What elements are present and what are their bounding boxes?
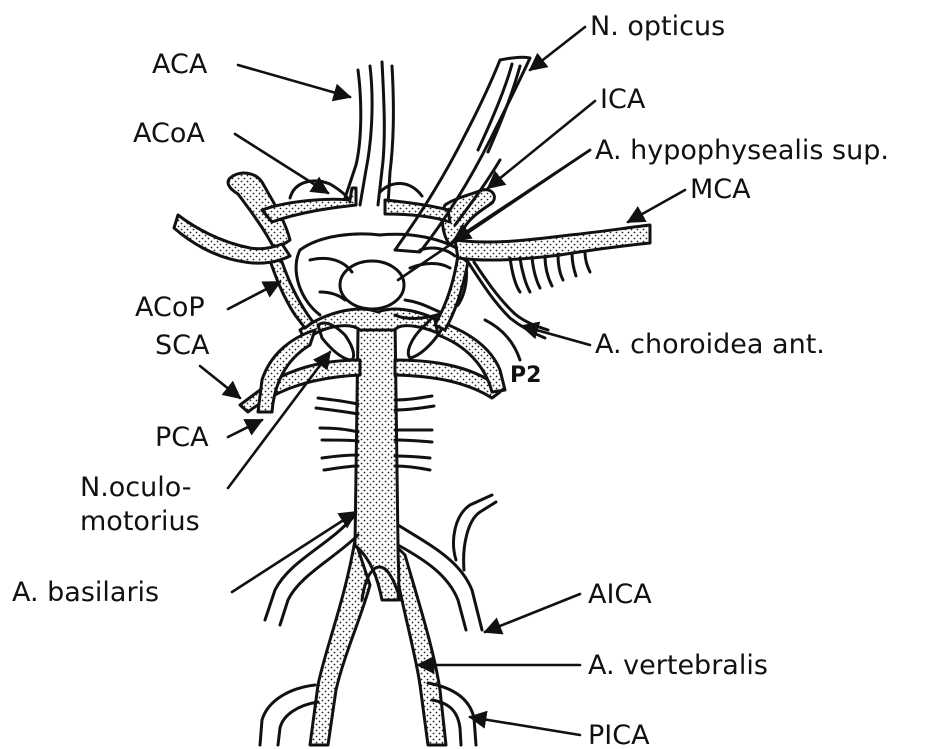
aica-leader [485, 594, 580, 632]
label-basilaris: A. basilaris [12, 577, 159, 608]
vertebral-artery-left [310, 540, 370, 745]
opticus-leader [530, 27, 585, 70]
acop-leader [228, 282, 280, 309]
mca-leader [628, 190, 685, 222]
label-hypophysealis: A. hypophysealis sup. [595, 135, 889, 166]
label-oculomotorius-line1: N.oculo- [80, 472, 192, 503]
pcom-left [268, 255, 313, 328]
pica-left [260, 685, 318, 745]
chiasm-outline [296, 234, 466, 318]
choroidea-leader [522, 326, 590, 345]
aica-right-branch [454, 495, 496, 570]
label-sca: SCA [155, 330, 210, 361]
sca-leader [200, 366, 240, 398]
label-pica: PICA [588, 720, 650, 749]
label-aica: AICA [588, 579, 652, 610]
label-vertebralis: A. vertebralis [588, 650, 768, 681]
aca-left [345, 66, 372, 205]
label-oculomotorius-line2: motorius [80, 506, 200, 537]
pca-leader [228, 420, 262, 437]
label-acoa: ACoA [133, 118, 205, 149]
label-opticus: N. opticus [590, 11, 725, 42]
label-p2: P2 [510, 363, 541, 388]
label-aca: ACA [152, 49, 208, 80]
pica-leader [470, 717, 580, 735]
label-pca: PCA [155, 422, 209, 453]
vessel-drawing [174, 57, 650, 745]
label-choroidea: A. choroidea ant. [595, 329, 825, 360]
label-mca: MCA [690, 174, 751, 205]
label-acop: ACoP [135, 292, 205, 323]
mca-right [455, 225, 650, 260]
aca-leader [238, 65, 350, 97]
label-ica: ICA [600, 84, 646, 115]
